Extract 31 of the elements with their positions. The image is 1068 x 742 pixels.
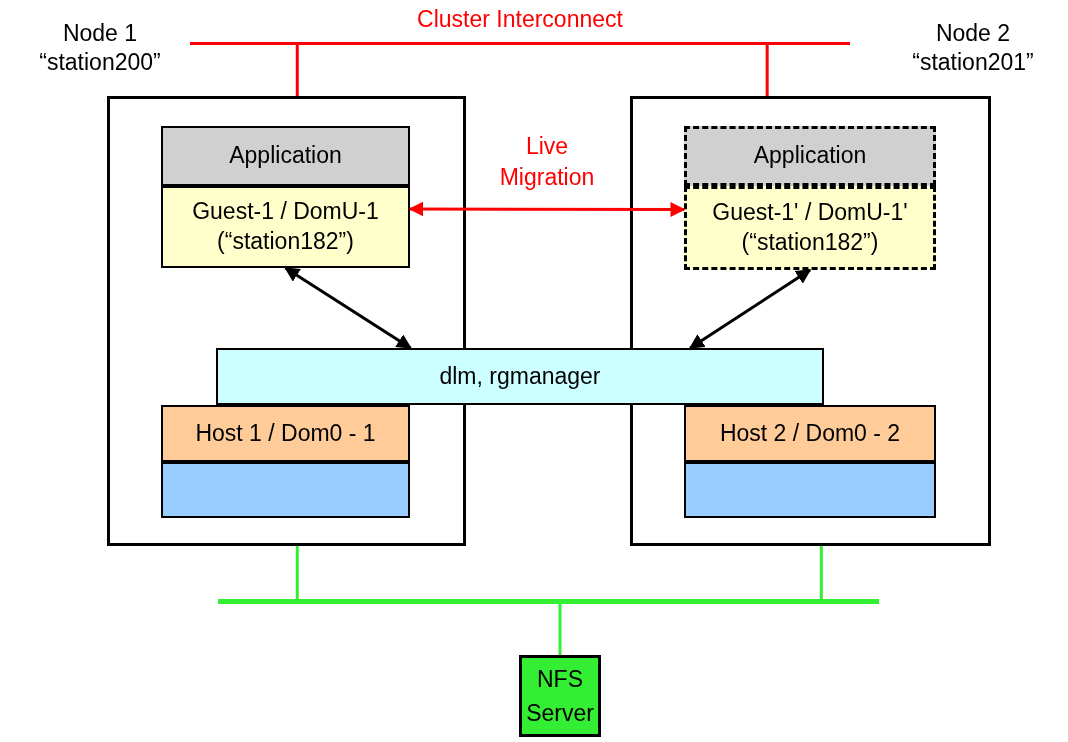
box-label: Host 2 / Dom0 - 2 xyxy=(719,418,901,448)
double-arrow xyxy=(689,268,812,350)
edge-label: Live Migration xyxy=(498,131,596,192)
guest-domain-box xyxy=(684,186,936,270)
operating-system-box xyxy=(684,462,936,518)
connector-line xyxy=(295,45,299,96)
node-heading: Node 2 “station201” xyxy=(911,19,1035,77)
box-label: Application xyxy=(753,141,867,171)
box-label: Application xyxy=(229,141,342,171)
connector-line xyxy=(819,546,823,599)
operating-system-box xyxy=(161,462,410,518)
application-box xyxy=(684,126,936,186)
network-label: Cluster Interconnect xyxy=(417,6,623,33)
box-label: Guest-1' / DomU-1' (“station182”) xyxy=(711,198,909,257)
host-domain-box xyxy=(161,405,410,462)
guest-domain-box xyxy=(161,186,410,268)
application-box xyxy=(161,126,410,186)
host-domain-box xyxy=(684,405,936,462)
connector-line xyxy=(765,45,769,96)
storage-network-bus xyxy=(218,599,879,604)
box-label: dlm, rgmanager xyxy=(439,361,601,391)
box-label: NFS Server xyxy=(525,664,595,728)
box-label: Guest-1 / DomU-1 (“station182”) xyxy=(191,197,380,256)
double-arrow xyxy=(284,266,412,350)
double-arrow xyxy=(408,201,686,217)
connector-line xyxy=(295,546,299,599)
cluster-manager-bar xyxy=(216,348,824,405)
connector-line xyxy=(558,604,562,655)
node-heading: Node 1 “station200” xyxy=(38,19,162,77)
box-label: Host 1 / Dom0 - 1 xyxy=(195,418,376,448)
nfs-server-box xyxy=(519,655,601,737)
